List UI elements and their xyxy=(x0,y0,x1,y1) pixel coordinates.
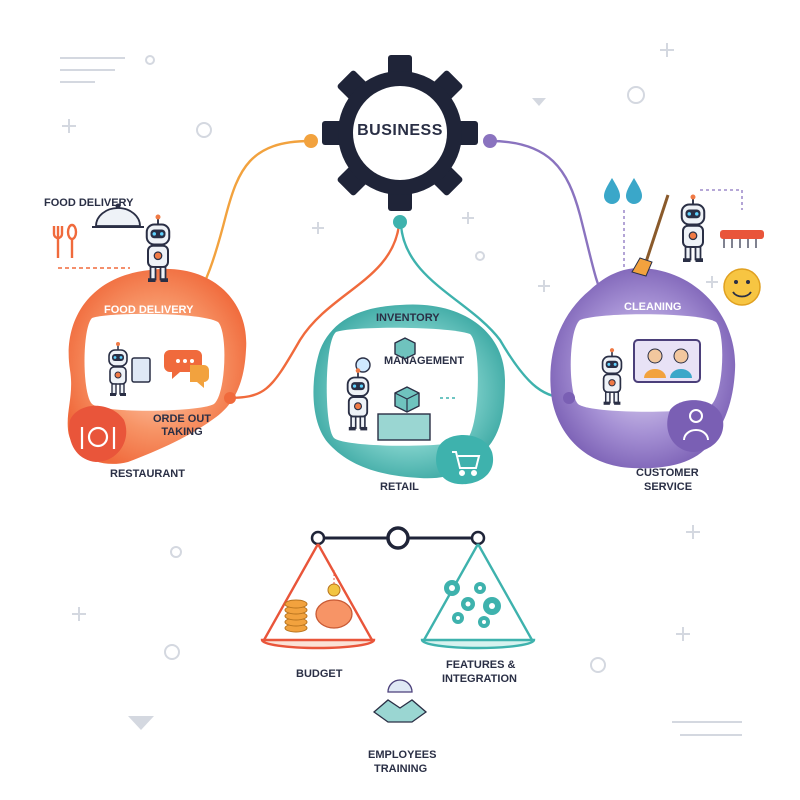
inventory-badge xyxy=(355,357,371,373)
user-icon xyxy=(683,409,709,441)
tablet-icon xyxy=(131,357,151,383)
food-delivery-inner-label: FOOD DELIVERY xyxy=(104,304,194,316)
coins-icon xyxy=(284,599,308,633)
fork-spoon-icon xyxy=(52,223,78,258)
broom-icon xyxy=(631,194,670,277)
customer-service-label-2: SERVICE xyxy=(644,481,693,493)
background-decorations xyxy=(60,43,742,736)
boxes-icon xyxy=(377,337,458,441)
employees-label-2: TRAINING xyxy=(374,763,428,775)
gear-icon xyxy=(322,55,478,211)
order-taking-label-1: ORDE OUT xyxy=(152,413,212,425)
shopping-cart-icon xyxy=(452,451,481,476)
features-label-1: FEATURES & xyxy=(446,659,516,671)
food-delivery-top-label: FOOD DELIVERY xyxy=(44,197,134,209)
restaurant-section xyxy=(67,268,247,464)
features-label-2: INTEGRATION xyxy=(442,673,517,685)
plate-cutlery-icon xyxy=(80,426,116,449)
inventory-label-2: MANAGEMENT xyxy=(384,355,465,367)
restaurant-title: RESTAURANT xyxy=(110,468,185,480)
budget-label: BUDGET xyxy=(296,668,343,680)
inventory-label-1: INVENTORY xyxy=(376,312,440,324)
chat-bubbles-icon xyxy=(164,350,209,388)
smiley-icon xyxy=(723,268,761,306)
video-call-icon xyxy=(633,339,701,383)
cleaning-inner-label: CLEANING xyxy=(624,301,682,313)
food-cloche-icon xyxy=(92,203,144,228)
customer-service-label-1: CUSTOMER xyxy=(636,467,699,479)
piggy-bank-icon xyxy=(315,570,353,629)
gears-icon xyxy=(444,580,501,628)
robot-icon xyxy=(680,193,706,263)
retail-title: RETAIL xyxy=(380,481,419,493)
employees-label-1: EMPLOYEES xyxy=(368,749,437,761)
brush-icon xyxy=(720,230,764,248)
scale-icon xyxy=(260,526,536,650)
order-taking-label-2: TAKING xyxy=(161,426,203,438)
water-drops-icon xyxy=(604,178,642,204)
handshake-icon xyxy=(372,679,428,723)
hub-title: BUSINESS xyxy=(357,122,443,139)
connector-lines xyxy=(194,134,607,400)
